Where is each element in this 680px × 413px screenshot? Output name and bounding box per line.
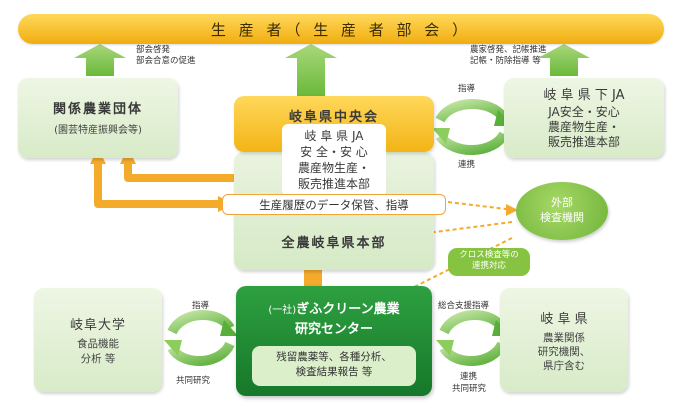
kankei-box: 関係農業団体 (園芸特産振興会等) [18, 78, 178, 158]
label-kyodo-left: 共同研究 [176, 376, 211, 386]
cycle-left-top [167, 310, 235, 335]
ja-shita-lines: JA安全・安心 農産物生産・ 販売推進本部 [547, 105, 620, 149]
center-detail: 残留農薬等、各種分析、検査結果報告 等 [252, 346, 416, 386]
cycle-arrow-top [435, 99, 509, 123]
dashed-connectors [403, 201, 515, 293]
label-kyodo-right: 共同研究 [452, 384, 487, 394]
label-shido-left: 指導 [192, 301, 210, 311]
up-arrow-right [538, 44, 590, 76]
producer-bar: 生 産 者（ 生 産 者 部 会 ） [18, 14, 664, 44]
cycle-left-bottom [167, 341, 235, 366]
cycle-arrow-bottom [435, 131, 509, 155]
cycle-right-bottom [439, 341, 507, 366]
up-arrow-center [285, 44, 337, 96]
ja-shita-title: 岐 阜 県 下 JA [543, 88, 625, 103]
ja-shita-box: 岐 阜 県 下 JA JA安全・安心 農産物生産・ 販売推進本部 [504, 78, 664, 158]
center-name2: 研究センター [294, 322, 373, 337]
label-sogo: 総合支援指導 [438, 301, 490, 311]
pref-title: 岐 阜 県 [540, 312, 588, 327]
pref-box: 岐 阜 県 農業関係研究機関、県庁含む [500, 288, 628, 392]
cycle-right-top [439, 310, 507, 335]
ja-gifu-box: 岐 阜 県 JA 安 全・安 心 農産物生産・ 販売推進本部 [282, 124, 386, 196]
right-up-note: 農家啓発、記帳推進記帳・防除指導 等 [470, 45, 547, 66]
center-name: (一社)ぎふクリーン農業 [268, 302, 400, 317]
chuokai-title: 岐阜県中央会 [288, 110, 379, 125]
univ-title: 岐阜大学 [69, 318, 126, 333]
label-renkei-right: 連携 [460, 372, 478, 382]
cross-check-label: クロス検査等の連携対応 [448, 248, 530, 276]
up-arrow-left [74, 44, 126, 76]
univ-box: 岐阜大学 食品機能分析 等 [34, 288, 162, 392]
left-up-note: 部会啓発部会合意の促進 [136, 45, 196, 66]
orange-arrows [94, 158, 270, 208]
gaibu-circle: 外部検査機関 [516, 182, 608, 240]
kankei-title: 関係農業団体 [52, 102, 143, 117]
kankei-sub: (園芸特産振興会等) [54, 125, 142, 136]
zennoh-label: 全農岐阜県本部 [281, 236, 387, 251]
pref-lines: 農業関係研究機関、県庁含む [537, 332, 591, 372]
label-renkei-top: 連携 [458, 160, 476, 170]
center-box: (一社)ぎふクリーン農業 研究センター 残留農薬等、各種分析、検査結果報告 等 [236, 286, 432, 396]
data-banner: 生産履歴のデータ保管、指導 [222, 194, 446, 215]
ja-gifu-text: 岐 阜 県 JA 安 全・安 心 農産物生産・ 販売推進本部 [297, 129, 370, 191]
univ-lines: 食品機能分析 等 [77, 338, 119, 365]
label-shido-top: 指導 [458, 84, 476, 94]
